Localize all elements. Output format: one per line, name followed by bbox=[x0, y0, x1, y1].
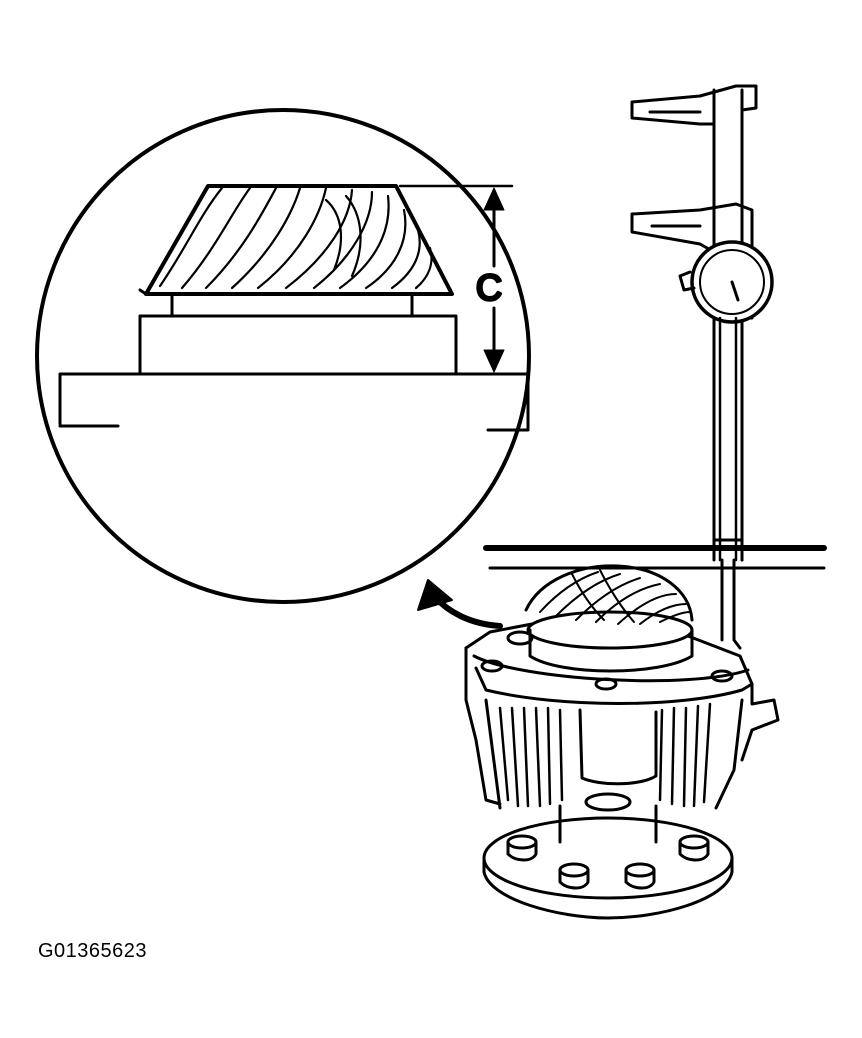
detail-circle bbox=[35, 108, 531, 604]
pinion-gear-detail bbox=[138, 184, 454, 296]
base-plate bbox=[58, 372, 530, 432]
dimension-c bbox=[398, 184, 514, 373]
support-block bbox=[138, 314, 458, 376]
dimension-label-c: C bbox=[476, 267, 502, 308]
vernier-caliper bbox=[630, 84, 774, 650]
detail-magnifier bbox=[35, 108, 531, 604]
callout-arrow bbox=[417, 579, 503, 629]
differential-carrier bbox=[464, 564, 780, 920]
figure-id: G01365623 bbox=[38, 940, 148, 962]
pinion-gear-assembled bbox=[524, 564, 694, 622]
straight-edge bbox=[483, 545, 827, 570]
pinion-neck bbox=[170, 292, 414, 318]
